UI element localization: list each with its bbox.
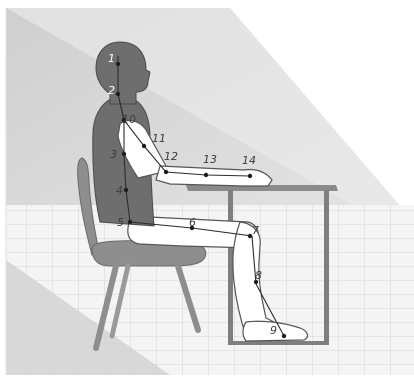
marker-3-dot: [122, 152, 126, 156]
marker-12-label: 12: [164, 150, 178, 163]
marker-11-label: 11: [152, 132, 166, 145]
marker-8-label: 8: [255, 269, 262, 282]
marker-12-dot: [164, 170, 168, 174]
marker-13-dot: [204, 173, 208, 177]
marker-1-label: 1: [108, 52, 115, 65]
marker-9-label: 9: [270, 324, 277, 337]
marker-1-dot: [116, 62, 120, 66]
marker-13-label: 13: [203, 153, 217, 166]
marker-2-label: 2: [108, 84, 115, 97]
desk-leg-front: [228, 190, 233, 345]
marker-14-dot: [248, 174, 252, 178]
marker-3-label: 3: [110, 148, 117, 161]
marker-10: 10: [122, 113, 136, 126]
marker-5-label: 5: [117, 216, 124, 229]
marker-6: 6: [189, 216, 196, 230]
desk-leg-back: [324, 190, 329, 345]
marker-6-label: 6: [189, 216, 196, 229]
marker-7-label: 7: [252, 224, 259, 237]
marker-9-dot: [282, 334, 286, 338]
marker-4-dot: [124, 188, 128, 192]
marker-5-dot: [128, 220, 132, 224]
desk-foot-bar: [228, 341, 329, 345]
marker-10-label: 10: [122, 113, 136, 126]
marker-11-dot: [142, 144, 146, 148]
marker-4-label: 4: [116, 184, 123, 197]
marker-8: 8: [254, 269, 262, 284]
marker-2-dot: [116, 92, 120, 96]
marker-14-label: 14: [242, 154, 256, 167]
